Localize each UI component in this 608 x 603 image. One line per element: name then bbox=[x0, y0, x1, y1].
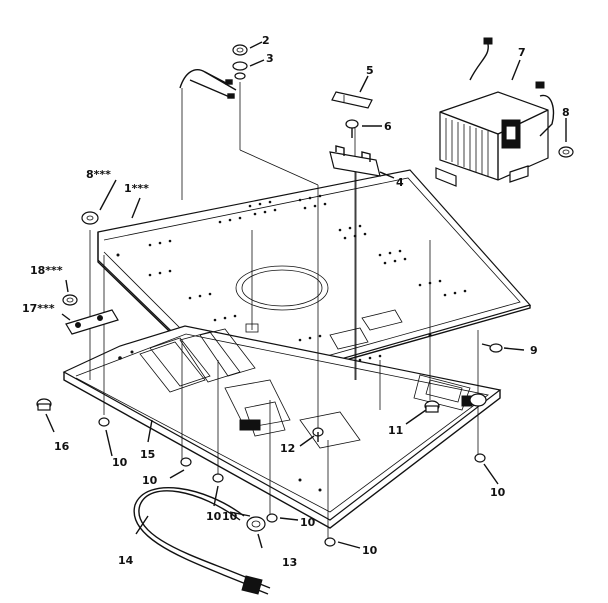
nut-2 bbox=[232, 44, 248, 56]
label-part-5: 5 bbox=[366, 64, 374, 77]
clip-plate-17 bbox=[65, 309, 119, 335]
label-part-7: 7 bbox=[518, 46, 526, 59]
label-part-18: 18*** bbox=[30, 264, 63, 277]
label-part-15: 15 bbox=[140, 448, 155, 461]
label-part-3: 3 bbox=[266, 52, 274, 65]
part-labels: 2 3 5 6 4 7 8 8*** 1*** 18*** 17*** 9 16… bbox=[22, 34, 570, 569]
nut-8-left bbox=[81, 211, 99, 225]
label-part-10-a: 10 bbox=[112, 456, 128, 469]
label-part-10-c: 10 bbox=[206, 510, 222, 523]
label-part-2: 2 bbox=[262, 34, 270, 47]
screw-9 bbox=[481, 343, 503, 353]
wire-harness bbox=[179, 69, 237, 99]
leader-lines bbox=[45, 41, 567, 549]
label-part-13: 13 bbox=[282, 556, 297, 569]
label-part-6: 6 bbox=[384, 120, 392, 133]
screw-12 bbox=[312, 427, 324, 442]
label-part-10-e: 10 bbox=[300, 516, 316, 529]
label-part-8-left: 8*** bbox=[86, 168, 111, 181]
label-part-1: 1*** bbox=[124, 182, 149, 195]
foot-11 bbox=[424, 400, 440, 413]
rod-5 bbox=[331, 91, 373, 109]
label-part-14: 14 bbox=[118, 554, 134, 567]
label-part-17: 17*** bbox=[22, 302, 55, 315]
grommet-18 bbox=[62, 294, 78, 306]
base-pan bbox=[62, 325, 502, 529]
alignment-lines bbox=[89, 82, 479, 540]
label-part-16: 16 bbox=[54, 440, 70, 453]
washer-3 bbox=[232, 61, 248, 80]
foot-right bbox=[469, 393, 487, 407]
label-part-4: 4 bbox=[396, 176, 404, 189]
bracket-4 bbox=[329, 145, 381, 177]
label-part-10-b: 10 bbox=[142, 474, 158, 487]
strain-relief-13 bbox=[246, 516, 266, 532]
screw-6 bbox=[345, 119, 359, 138]
label-part-12: 12 bbox=[280, 442, 295, 455]
transformer-7 bbox=[435, 37, 555, 187]
label-part-11: 11 bbox=[388, 424, 403, 437]
label-part-10-d: 10 bbox=[222, 510, 238, 523]
label-part-10-f: 10 bbox=[362, 544, 378, 557]
label-part-10-g: 10 bbox=[490, 486, 506, 499]
label-part-8-right: 8 bbox=[562, 106, 570, 119]
label-part-9: 9 bbox=[530, 344, 538, 357]
power-cord-14 bbox=[133, 486, 271, 595]
nut-8-right bbox=[558, 146, 574, 158]
screws-10 bbox=[98, 417, 486, 547]
foot-16 bbox=[36, 398, 52, 411]
